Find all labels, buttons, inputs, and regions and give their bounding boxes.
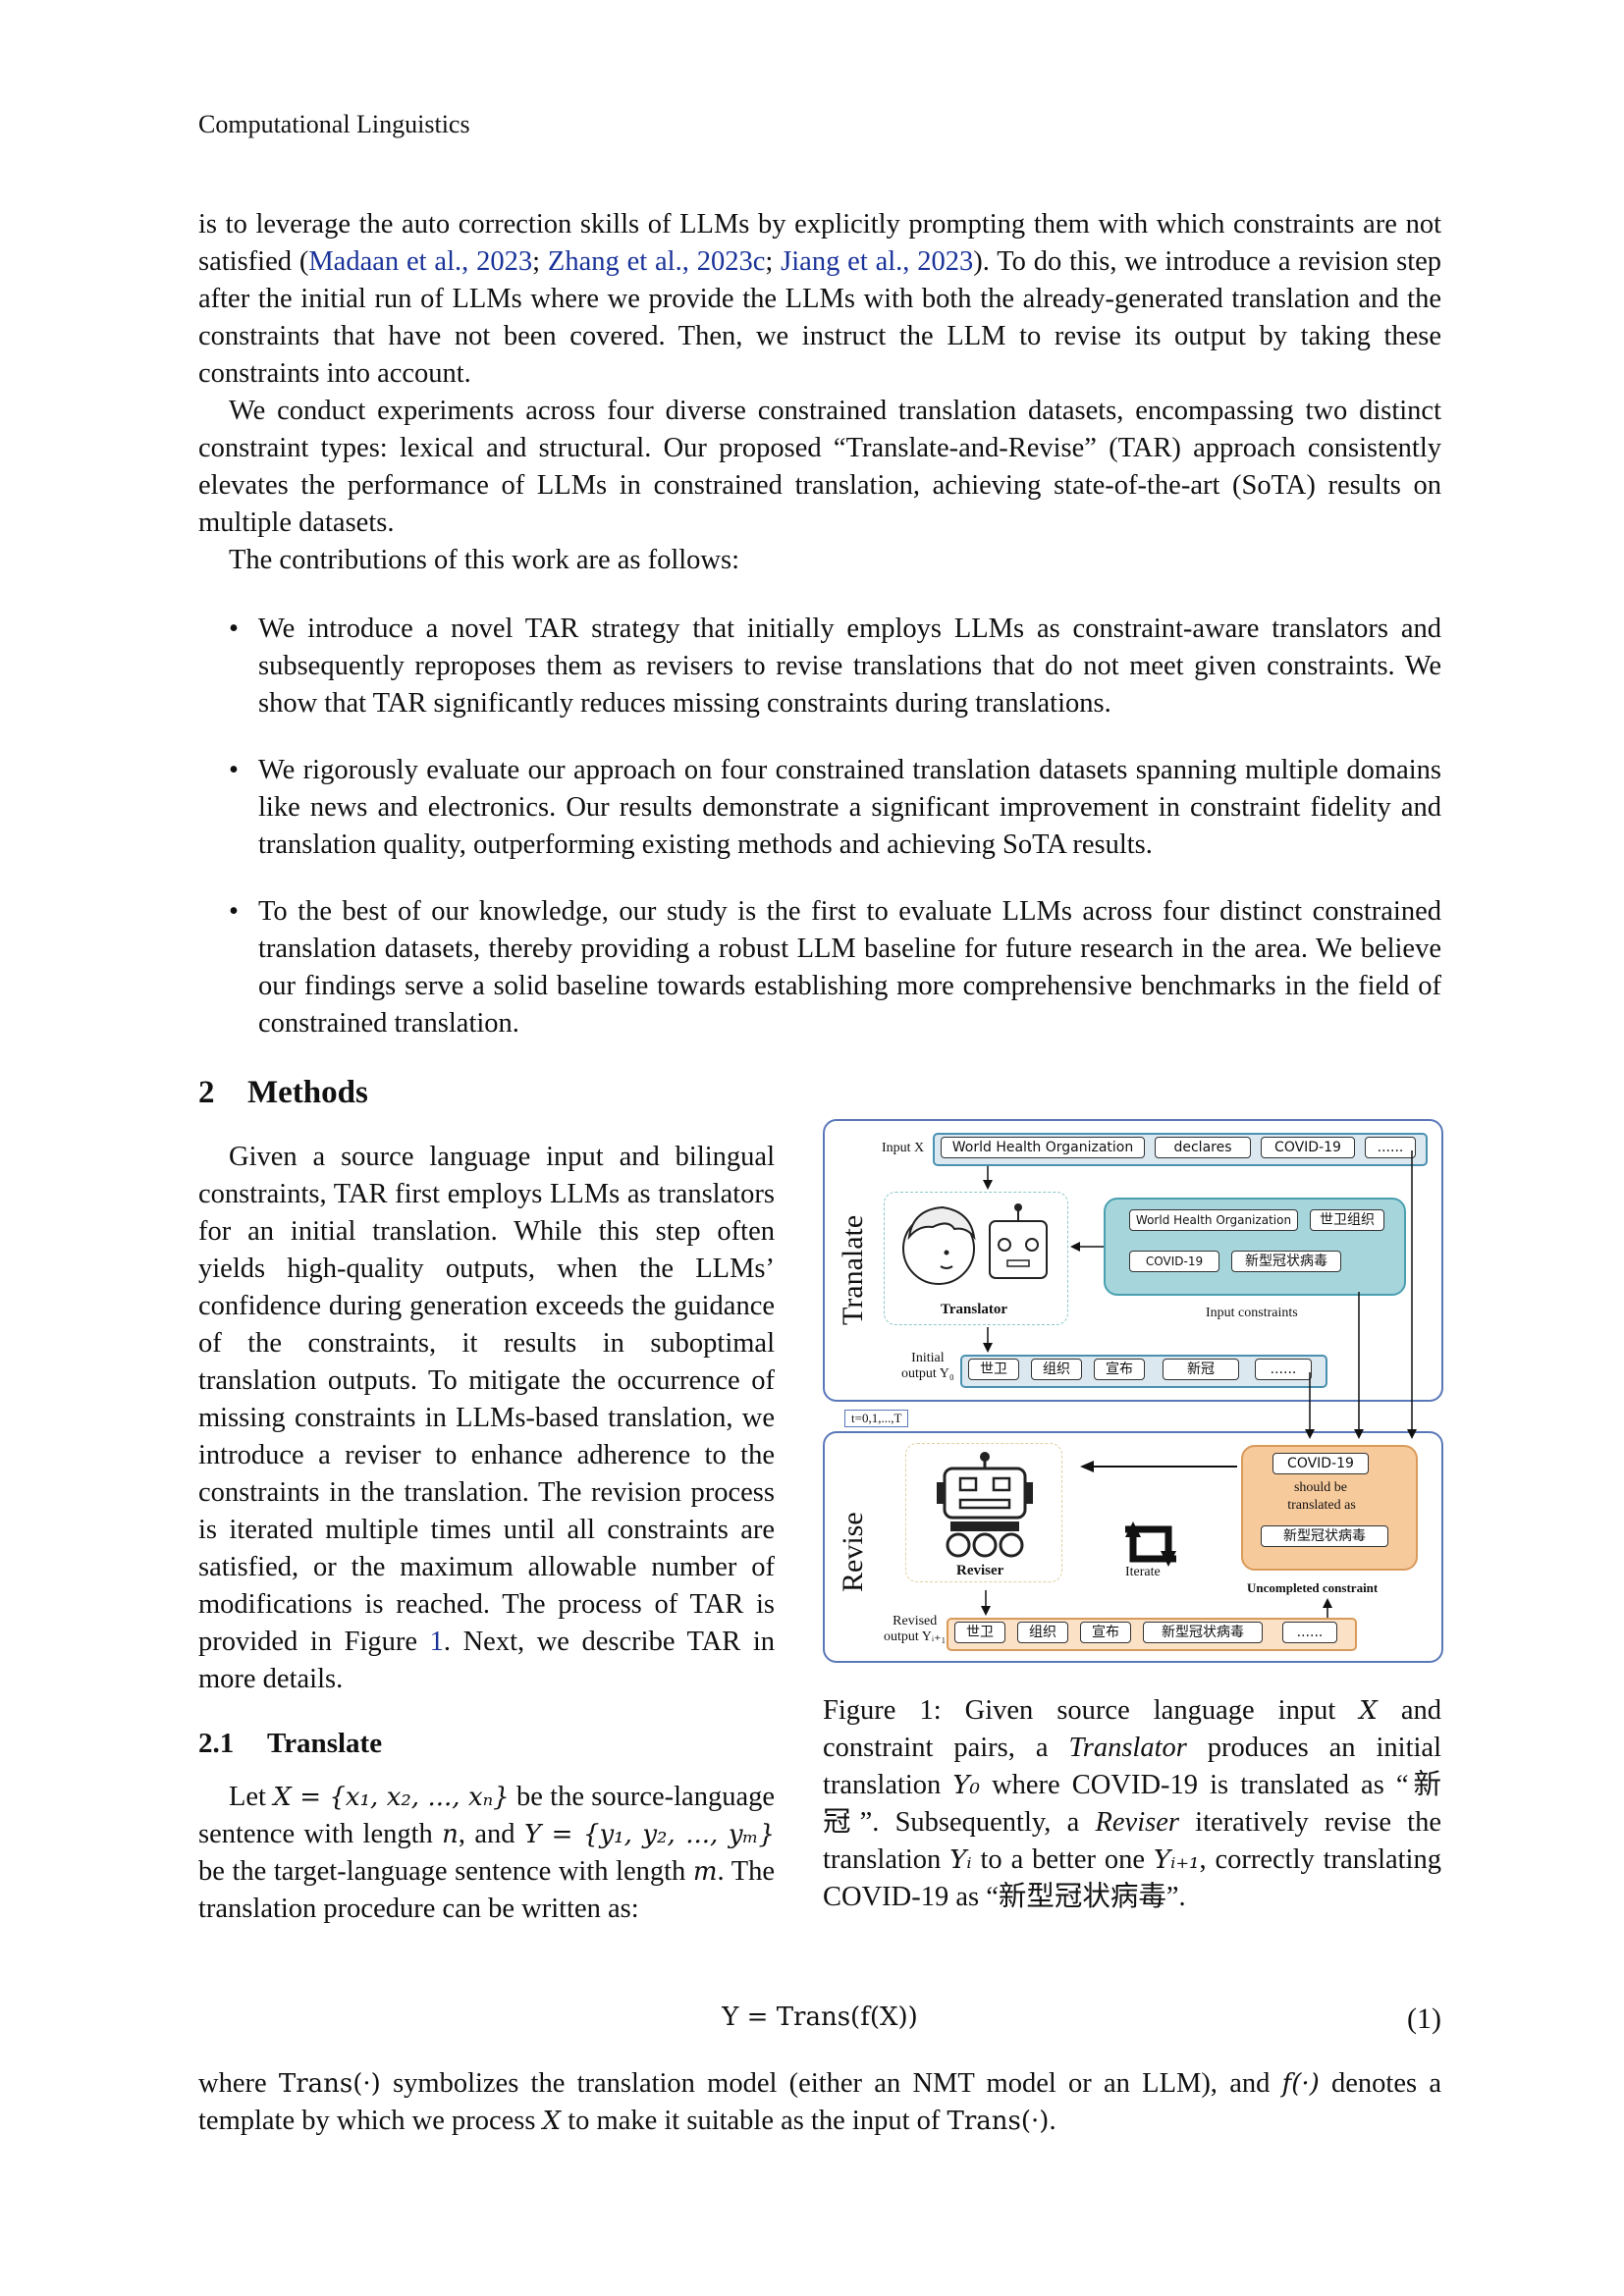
methods-paragraph: Given a source language input and biling… [198,1142,776,1694]
equation-number: (1) [1407,2002,1441,2035]
intro-paragraph-2: We conduct experiments across four diver… [198,396,1441,538]
input-token: declares [1155,1137,1251,1158]
intro-paragraph-1: is to leverage the auto correction skill… [198,209,1442,389]
reviser-label: Reviser [956,1563,1004,1578]
bullet-icon: • [229,614,239,644]
translate-paragraph: Let X = {x₁, x₂, ..., xₙ} be the source-… [198,1782,776,1924]
uncompleted-constraint-box [1241,1445,1418,1571]
output-token: ...... [1282,1622,1337,1643]
output-token: ...... [1255,1359,1312,1380]
output-token: 组织 [1031,1359,1082,1380]
translator-label: Translator [941,1302,1008,1317]
input-token: COVID-19 [1261,1137,1355,1158]
input-label: Input X [882,1141,925,1155]
iteration-label: t=0,1,...,T [844,1410,909,1427]
after-equation-text: where Trans(·) symbolizes the translatio… [198,2068,1441,2136]
running-header: Computational Linguistics [198,110,470,138]
constraint-source: COVID-19 [1272,1453,1369,1474]
intro-text: is to leverage the auto correction skill… [198,206,1441,579]
feedback-arrow-icon [1080,1461,1237,1472]
equation-1: Y = Trans(f(X)) (1) [198,2002,1441,2035]
output-token: 新冠 [1163,1359,1239,1380]
output-token: 世卫 [968,1359,1019,1380]
methods-text: Given a source language input and biling… [198,1139,775,1698]
figure-tar-diagram: Tranalate Input X World Health Organizat… [823,1119,1445,1669]
constraint-source: COVID-19 [1129,1251,1219,1272]
uncompleted-constraint-label: Uncompleted constraint [1247,1580,1379,1595]
list-item: •We introduce a novel TAR strategy that … [198,611,1441,722]
input-constraints-label: Input constraints [1206,1306,1298,1320]
figure-caption: Figure 1: Given source language input X … [823,1695,1442,1912]
output-token: 组织 [1017,1622,1068,1643]
translated-as-label: translated as [1287,1498,1356,1513]
output-token: 世卫 [954,1622,1005,1643]
constraint-source: World Health Organization [1129,1209,1298,1231]
translator-icon [902,1203,1048,1285]
figure-reference[interactable]: 1 [429,1627,444,1657]
translate-panel-label: Tranalate [837,1214,869,1325]
list-item: •To the best of our knowledge, our study… [198,893,1441,1042]
contributions-list: •We introduce a novel TAR strategy that … [198,611,1441,1072]
citation-zhang[interactable]: Zhang et al., 2023c [547,246,766,277]
reviser-box [905,1443,1062,1582]
citation-madaan[interactable]: Madaan et al., 2023 [308,246,533,277]
constraint-target: 新型冠状病毒 [1231,1251,1341,1272]
iterate-label: Iterate [1125,1565,1161,1579]
iterate-arrows-icon [1125,1522,1176,1567]
reviser-robot-icon [937,1452,1033,1558]
should-be-label: should be [1293,1480,1348,1495]
intro-paragraph-3: The contributions of this work are as fo… [229,545,740,575]
list-item: •We rigorously evaluate our approach on … [198,752,1441,864]
revise-panel-label: Revise [837,1512,869,1592]
translator-box [884,1192,1068,1325]
output-token: 宣布 [1080,1622,1131,1643]
bullet-icon: • [229,896,239,927]
input-token: ...... [1365,1137,1416,1158]
output-token: 宣布 [1094,1359,1145,1380]
bullet-icon: • [229,755,239,785]
constraint-target: 新型冠状病毒 [1261,1525,1388,1547]
translate-text: Let X = {x₁, x₂, ..., xₙ} be the source-… [198,1779,775,1928]
equation-body: Y = Trans(f(X)) [722,2002,918,2032]
output-token: 新型冠状病毒 [1143,1622,1263,1643]
citation-jiang[interactable]: Jiang et al., 2023 [781,246,974,277]
input-token: World Health Organization [941,1137,1145,1158]
constraint-target: 世卫组织 [1310,1209,1384,1231]
